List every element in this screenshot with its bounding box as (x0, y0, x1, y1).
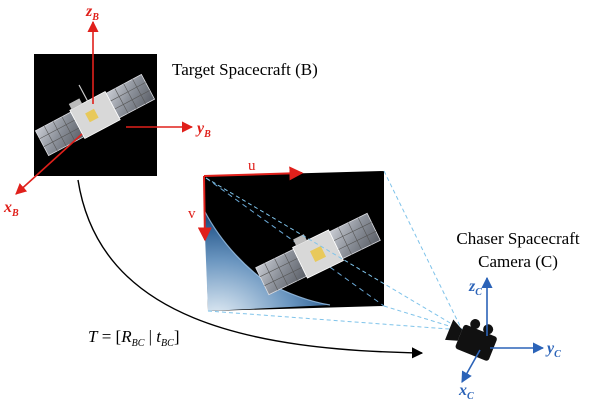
target-axes (15, 20, 194, 195)
chaser-z-label: zC (468, 278, 482, 298)
satellite-icon (34, 73, 156, 157)
chaser-title-line2: Camera (C) (478, 252, 558, 271)
target-y-label: yB (195, 120, 211, 140)
chaser-axis-labels: zC yC xC (458, 278, 561, 402)
chaser-y-label: yC (545, 340, 561, 360)
camera-icon (445, 319, 497, 361)
projection-rays (205, 170, 463, 331)
transform-arc (77, 179, 424, 359)
target-spacecraft-image (34, 54, 157, 176)
chaser-x-axis (461, 349, 481, 383)
u-label: u (248, 158, 256, 174)
satellite-icon (255, 212, 381, 296)
v-axis (197, 175, 212, 242)
chaser-x-label: xC (458, 382, 474, 402)
u-axis (203, 166, 304, 181)
chaser-axes (461, 276, 545, 383)
target-z-label: zB (85, 3, 99, 23)
target-axis-labels: zB yB xB (3, 3, 211, 219)
image-plane: u v (188, 158, 385, 311)
chaser-title-line1: Chaser Spacecraft (456, 229, 579, 248)
v-label: v (188, 206, 196, 222)
transform-equation: T = [RBC | tBC] (88, 327, 179, 349)
target-title: Target Spacecraft (B) (172, 60, 318, 79)
target-x-label: xB (3, 199, 19, 219)
target-x-axis (15, 133, 83, 195)
